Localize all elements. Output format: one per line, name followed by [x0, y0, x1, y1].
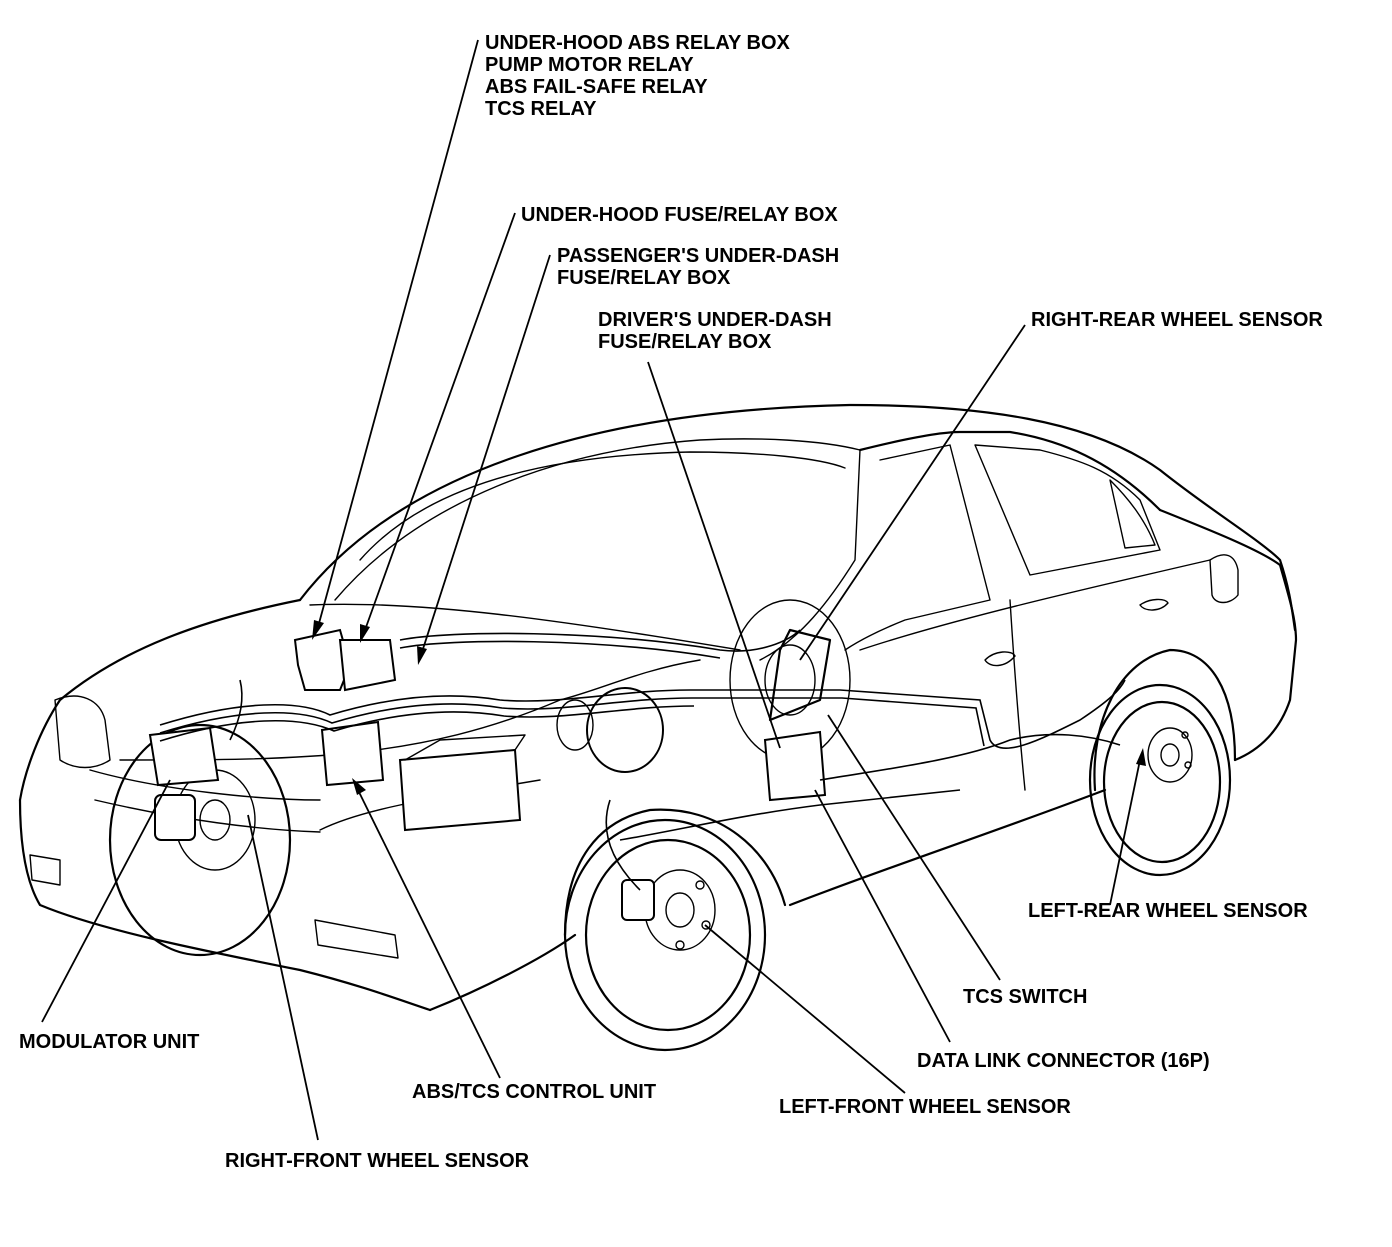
car-windshield — [334, 438, 861, 661]
label-tcs-switch: TCS SWITCH — [963, 986, 1087, 1008]
car-headlight — [54, 695, 111, 769]
left-front-wheel — [563, 818, 767, 1052]
master-cylinder — [556, 699, 594, 751]
modulator-unit-box — [148, 726, 220, 787]
label-modulator-unit: MODULATOR UNIT — [19, 1031, 199, 1053]
label-abs-tcs-control-unit: ABS/TCS CONTROL UNIT — [412, 1081, 656, 1103]
car-illustration — [18, 403, 1298, 1052]
leader-lines — [41, 39, 1146, 1141]
car-quarter-window — [1109, 479, 1156, 549]
car-windshield-inner — [359, 451, 846, 561]
engine-bay-contour — [119, 659, 701, 761]
car-roof-outline — [298, 403, 1297, 632]
label-driver-underdash-box: DRIVER'S UNDER-DASH FUSE/RELAY BOX — [598, 309, 837, 353]
label-passenger-underdash-box: PASSENGER'S UNDER-DASH FUSE/RELAY BOX — [557, 245, 845, 289]
leader-right-front-wheel-sensor — [247, 814, 319, 1141]
car-rear-door-handle — [1139, 598, 1169, 611]
arrowhead-underhood-abs-relay-box — [312, 620, 324, 640]
leader-left-rear-wheel-sensor — [1109, 759, 1141, 906]
leader-right-rear-wheel-sensor — [799, 324, 1026, 661]
leader-modulator-unit — [41, 779, 171, 1023]
label-data-link-connector: DATA LINK CONNECTOR (16P) — [917, 1050, 1210, 1072]
leader-abs-tcs-control-unit — [357, 789, 501, 1079]
car-front-fascia — [18, 798, 432, 1012]
label-right-rear-wheel-sensor: RIGHT-REAR WHEEL SENSOR — [1031, 309, 1323, 331]
battery-top — [404, 734, 526, 761]
brake-booster — [586, 687, 664, 773]
brake-reservoir — [293, 628, 352, 691]
car-taillight — [1209, 554, 1239, 604]
leader-driver-underdash-box — [647, 361, 781, 749]
arrowhead-left-rear-wheel-sensor — [1136, 748, 1146, 766]
car-grille-upper — [89, 769, 321, 801]
leader-underhood-fuse-relay-box — [364, 212, 516, 631]
leader-left-front-wheel-sensor — [704, 924, 906, 1094]
underhood-fuse-box — [338, 639, 397, 692]
abs-tcs-control-unit-box — [320, 720, 385, 787]
car-a-pillar — [858, 430, 1162, 512]
battery — [398, 748, 522, 832]
car-door-line — [1009, 599, 1026, 791]
leader-tcs-switch — [827, 714, 1001, 981]
label-left-rear-wheel-sensor: LEFT-REAR WHEEL SENSOR — [1028, 900, 1308, 922]
car-side-window-rear — [974, 444, 1161, 576]
label-left-front-wheel-sensor: LEFT-FRONT WHEEL SENSOR — [779, 1096, 1071, 1118]
car-lower-body — [788, 788, 1107, 907]
arrowhead-passenger-underdash-box — [417, 646, 427, 665]
left-rear-wheel — [1088, 683, 1232, 877]
rear-wheel-arch — [1093, 648, 1237, 792]
label-right-front-wheel-sensor: RIGHT-FRONT WHEEL SENSOR — [225, 1150, 530, 1172]
car-beltline — [859, 559, 1211, 651]
car-fog-light — [29, 854, 61, 886]
front-wheel-arch — [563, 808, 787, 937]
car-hood-front-edge — [18, 598, 302, 802]
car-front-lower-lip — [428, 933, 577, 1012]
car-grille-lower — [94, 799, 321, 833]
car-front-door-handle — [984, 651, 1016, 667]
driver-underdash-box — [763, 730, 827, 802]
leader-passenger-underdash-box — [421, 254, 551, 653]
arrowhead-abs-tcs-control-unit — [352, 778, 366, 795]
car-hood-rear-edge — [309, 603, 741, 651]
car-trunk — [1158, 508, 1298, 762]
car-side-window-front — [844, 444, 991, 651]
brake-line-harness — [159, 629, 1126, 891]
callout-labels: UNDER-HOOD ABS RELAY BOX PUMP MOTOR RELA… — [19, 32, 1323, 1172]
steering-column — [768, 628, 832, 722]
car-bumper-slot — [314, 919, 399, 959]
leader-data-link-connector — [814, 789, 951, 1043]
label-underhood-fuse-relay-box: UNDER-HOOD FUSE/RELAY BOX — [521, 204, 838, 226]
arrowhead-underhood-fuse-relay-box — [360, 624, 370, 643]
label-underhood-abs-relay-box: UNDER-HOOD ABS RELAY BOX PUMP MOTOR RELA… — [485, 32, 795, 120]
leader-underhood-abs-relay-box — [317, 39, 479, 628]
